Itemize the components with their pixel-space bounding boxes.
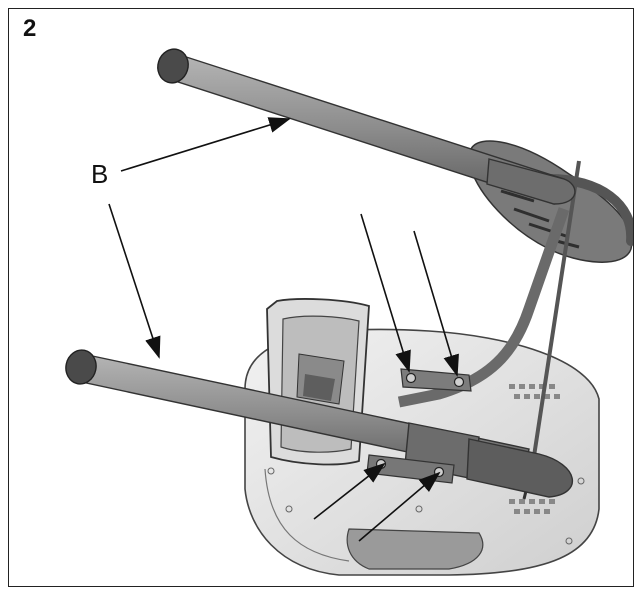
callout-arrows	[108, 117, 459, 542]
arrow-to-front-screw-left	[313, 462, 386, 520]
callout-label-b: B	[91, 159, 109, 189]
stroller-assembly-illustration	[65, 48, 633, 576]
upper-tube	[157, 48, 576, 205]
step-number: 2	[23, 15, 37, 42]
arrow-to-upper-tube	[120, 117, 291, 172]
arrow-to-rear-screw-right	[413, 230, 459, 377]
arrow-to-lower-tube	[108, 203, 161, 359]
arrow-to-front-screw-right	[358, 471, 441, 542]
lower-tube	[65, 349, 574, 498]
arrow-to-rear-screw-left	[360, 213, 411, 373]
figure-frame: 2 B	[8, 8, 634, 587]
